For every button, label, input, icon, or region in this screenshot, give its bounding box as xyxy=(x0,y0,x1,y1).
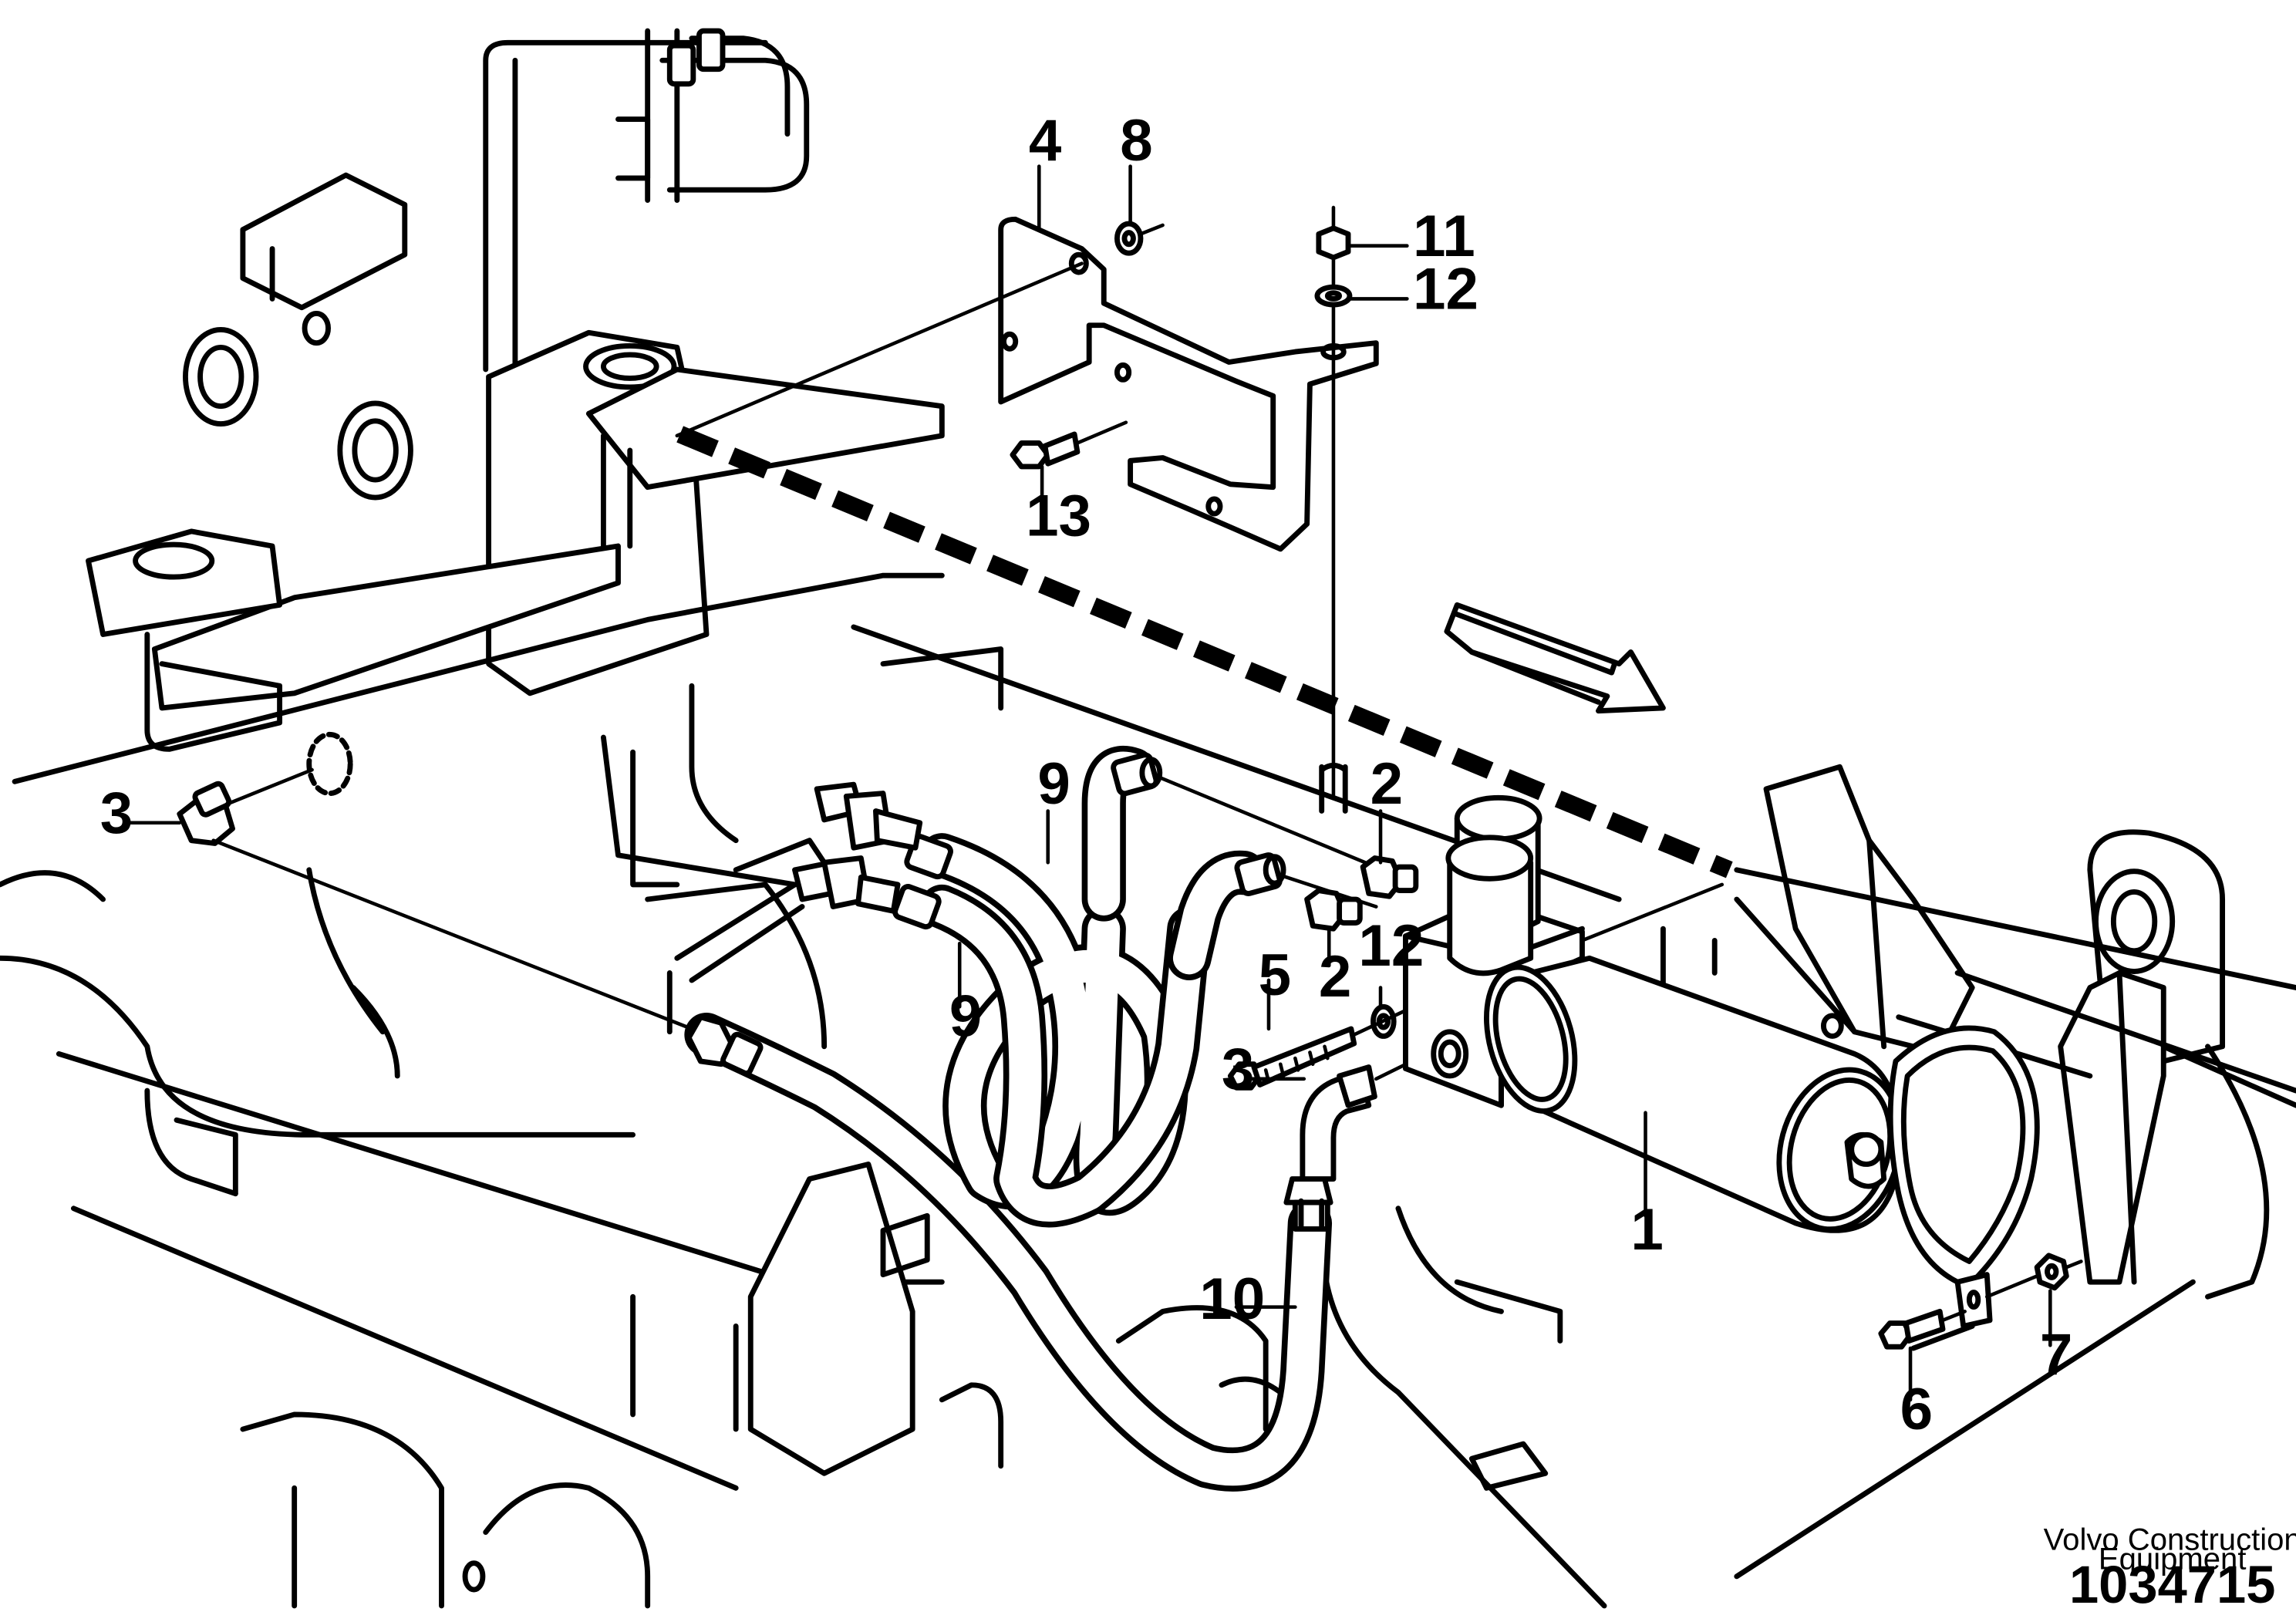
callout-labels: 1 2 2 3 3 4 5 6 7 8 9 9 10 11 12 12 13 xyxy=(100,108,2073,1442)
frame-bracket xyxy=(240,172,408,311)
callout-1: 1 xyxy=(1630,1197,1663,1263)
document-number: 1034715 xyxy=(2069,1555,2275,1614)
callout-2-lower: 2 xyxy=(1319,944,1351,1010)
frame-hole xyxy=(462,1560,486,1593)
callout-5: 5 xyxy=(1259,943,1291,1008)
elbow-3-lower xyxy=(1300,1030,1474,1182)
frame-bracket-right xyxy=(2058,969,2166,1285)
machine-frame xyxy=(0,28,2296,1609)
company-name-line2: Equipment xyxy=(2099,1542,2247,1576)
callout-12-upper: 12 xyxy=(1413,257,1478,322)
callout-9-lower: 9 xyxy=(949,983,982,1049)
callout-12-lower: 12 xyxy=(1358,913,1424,979)
callout-2-upper: 2 xyxy=(1371,751,1403,817)
bolt-6-nut-7 xyxy=(1878,1253,2083,1350)
footer: Volvo Construction Equipment 1034715 xyxy=(2044,1523,2296,1614)
filter-assembly xyxy=(1403,794,1903,1233)
callout-4: 4 xyxy=(1029,108,1062,174)
washer-8 xyxy=(675,221,1165,438)
callout-10: 10 xyxy=(1199,1266,1265,1332)
callout-9-upper: 9 xyxy=(1037,751,1070,817)
left-elbow-fitting xyxy=(177,731,353,846)
adapters-2 xyxy=(1304,855,1419,932)
callout-leaders xyxy=(124,164,2052,1402)
pipe-fitting xyxy=(666,42,696,87)
dashed-route-line xyxy=(676,426,1733,878)
bolt-13 xyxy=(1010,420,1128,470)
callout-11: 11 xyxy=(1413,204,1475,269)
nut-11-washer-12 xyxy=(1314,205,1353,814)
frame-boss xyxy=(337,400,413,501)
callout-8: 8 xyxy=(1120,108,1152,174)
leader-line xyxy=(1580,882,1725,943)
company-name-line1: Volvo Construction xyxy=(2044,1523,2296,1556)
frame-mount xyxy=(747,1162,915,1476)
frame-boss xyxy=(183,327,259,427)
tower-bore xyxy=(583,343,677,390)
ear-bore xyxy=(2093,868,2176,974)
callout-3-lower: 3 xyxy=(1222,1037,1254,1102)
frame-beam xyxy=(585,366,945,491)
frame-hole xyxy=(1820,1013,1844,1039)
callout-6: 6 xyxy=(1900,1377,1933,1442)
tee-fittings xyxy=(674,781,923,983)
frame-hole xyxy=(302,311,331,346)
pipe-fitting xyxy=(696,28,726,73)
frame-beam-lower xyxy=(151,543,621,711)
callout-13: 13 xyxy=(1026,484,1091,549)
clamp-band xyxy=(1887,1025,2040,1329)
frame-plate-right xyxy=(1763,764,1975,1050)
callout-7: 7 xyxy=(2040,1322,2072,1388)
hose-9-pair xyxy=(892,746,1378,1228)
callout-3-left: 3 xyxy=(100,781,133,846)
hose-10 xyxy=(211,838,1333,1492)
